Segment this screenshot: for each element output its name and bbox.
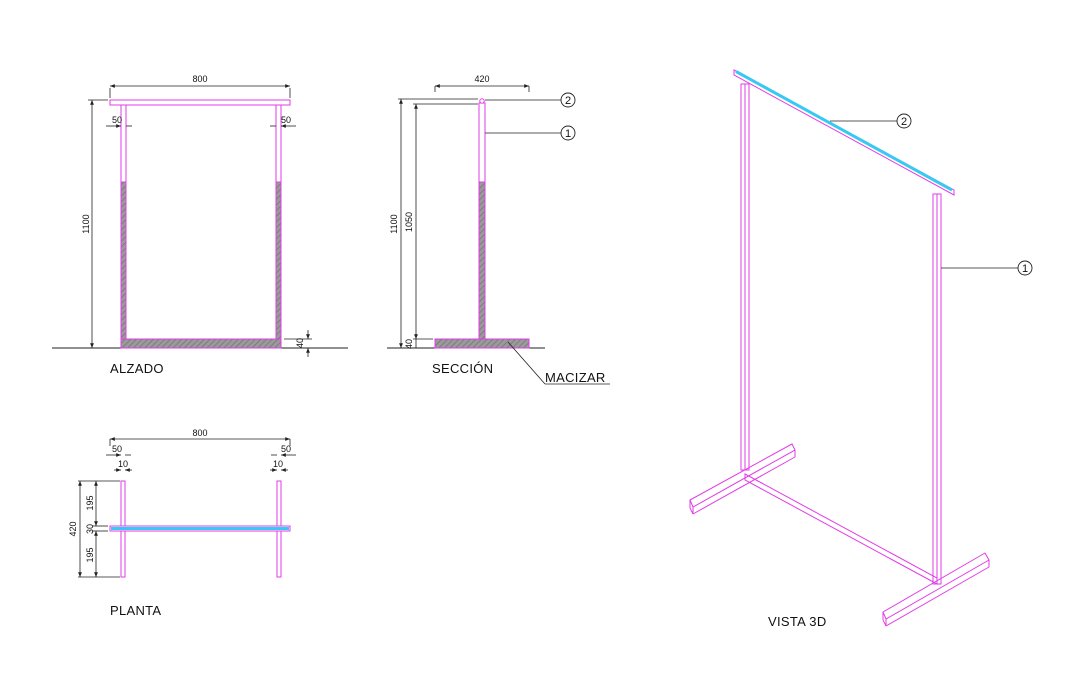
planta-bottom-label: 195	[85, 547, 95, 562]
planta-right-inner-label: 10	[273, 459, 283, 469]
alzado-title: ALZADO	[110, 361, 164, 376]
vista3d-view: 2 1 VISTA 3D	[689, 69, 1033, 629]
alzado-right-post-filled	[275, 181, 282, 340]
planta-depth-label: 420	[68, 521, 78, 536]
seccion-post-filled	[478, 181, 486, 340]
seccion-post-height-label: 1050	[404, 212, 414, 232]
seccion-title: SECCIÓN	[432, 361, 493, 376]
seccion-callout-1-circle	[560, 125, 576, 141]
planta-width-label: 800	[192, 428, 207, 438]
vista3d-bottom-rail	[744, 473, 938, 585]
planta-view: 800 50 50 10 10 420 195 30 195 PLANTA	[68, 428, 296, 618]
planta-left-outer-label: 50	[112, 444, 122, 454]
seccion-base	[434, 338, 530, 349]
alzado-right-post-label: 50	[281, 115, 291, 125]
alzado-base-label: 40	[295, 338, 305, 348]
seccion-depth-label: 420	[474, 74, 489, 84]
seccion-fill-note: MACIZAR	[545, 370, 606, 385]
planta-right-outer-label: 50	[281, 444, 291, 454]
planta-title: PLANTA	[110, 603, 161, 618]
planta-top-label: 195	[85, 495, 95, 510]
alzado-view: 800 50 50 1100 40 ALZADO	[52, 74, 348, 376]
vista3d-callout-1: 1	[1022, 263, 1028, 275]
alzado-height-label: 1100	[81, 214, 91, 233]
alzado-left-post-filled	[120, 181, 127, 340]
vista3d-right-post	[932, 193, 942, 585]
alzado-top-bar	[109, 99, 291, 106]
alzado-left-post-label: 50	[112, 115, 122, 125]
seccion-height-label: 1100	[389, 214, 399, 233]
vista3d-callout-1-circle	[1017, 260, 1033, 276]
vista3d-left-foot	[689, 443, 796, 508]
vista3d-callout-2-circle	[896, 113, 912, 129]
alzado-base	[120, 338, 282, 349]
vista3d-left-post	[740, 83, 750, 471]
planta-mid-label: 30	[85, 524, 95, 534]
seccion-callout-2-circle	[560, 92, 576, 108]
vista3d-top-bar-highlight	[735, 70, 953, 192]
seccion-bar-section	[479, 98, 485, 104]
seccion-base-label: 40	[404, 339, 414, 349]
seccion-view: 420 1100 1050 40 2 1 MACIZAR SECCIÓN	[387, 74, 610, 385]
alzado-width-label: 800	[192, 74, 207, 84]
vista3d-title: VISTA 3D	[768, 614, 827, 629]
seccion-callout-1: 1	[565, 128, 571, 140]
seccion-callout-2: 2	[565, 95, 571, 107]
vista3d-callout-2: 2	[901, 116, 907, 128]
planta-left-inner-label: 10	[118, 459, 128, 469]
